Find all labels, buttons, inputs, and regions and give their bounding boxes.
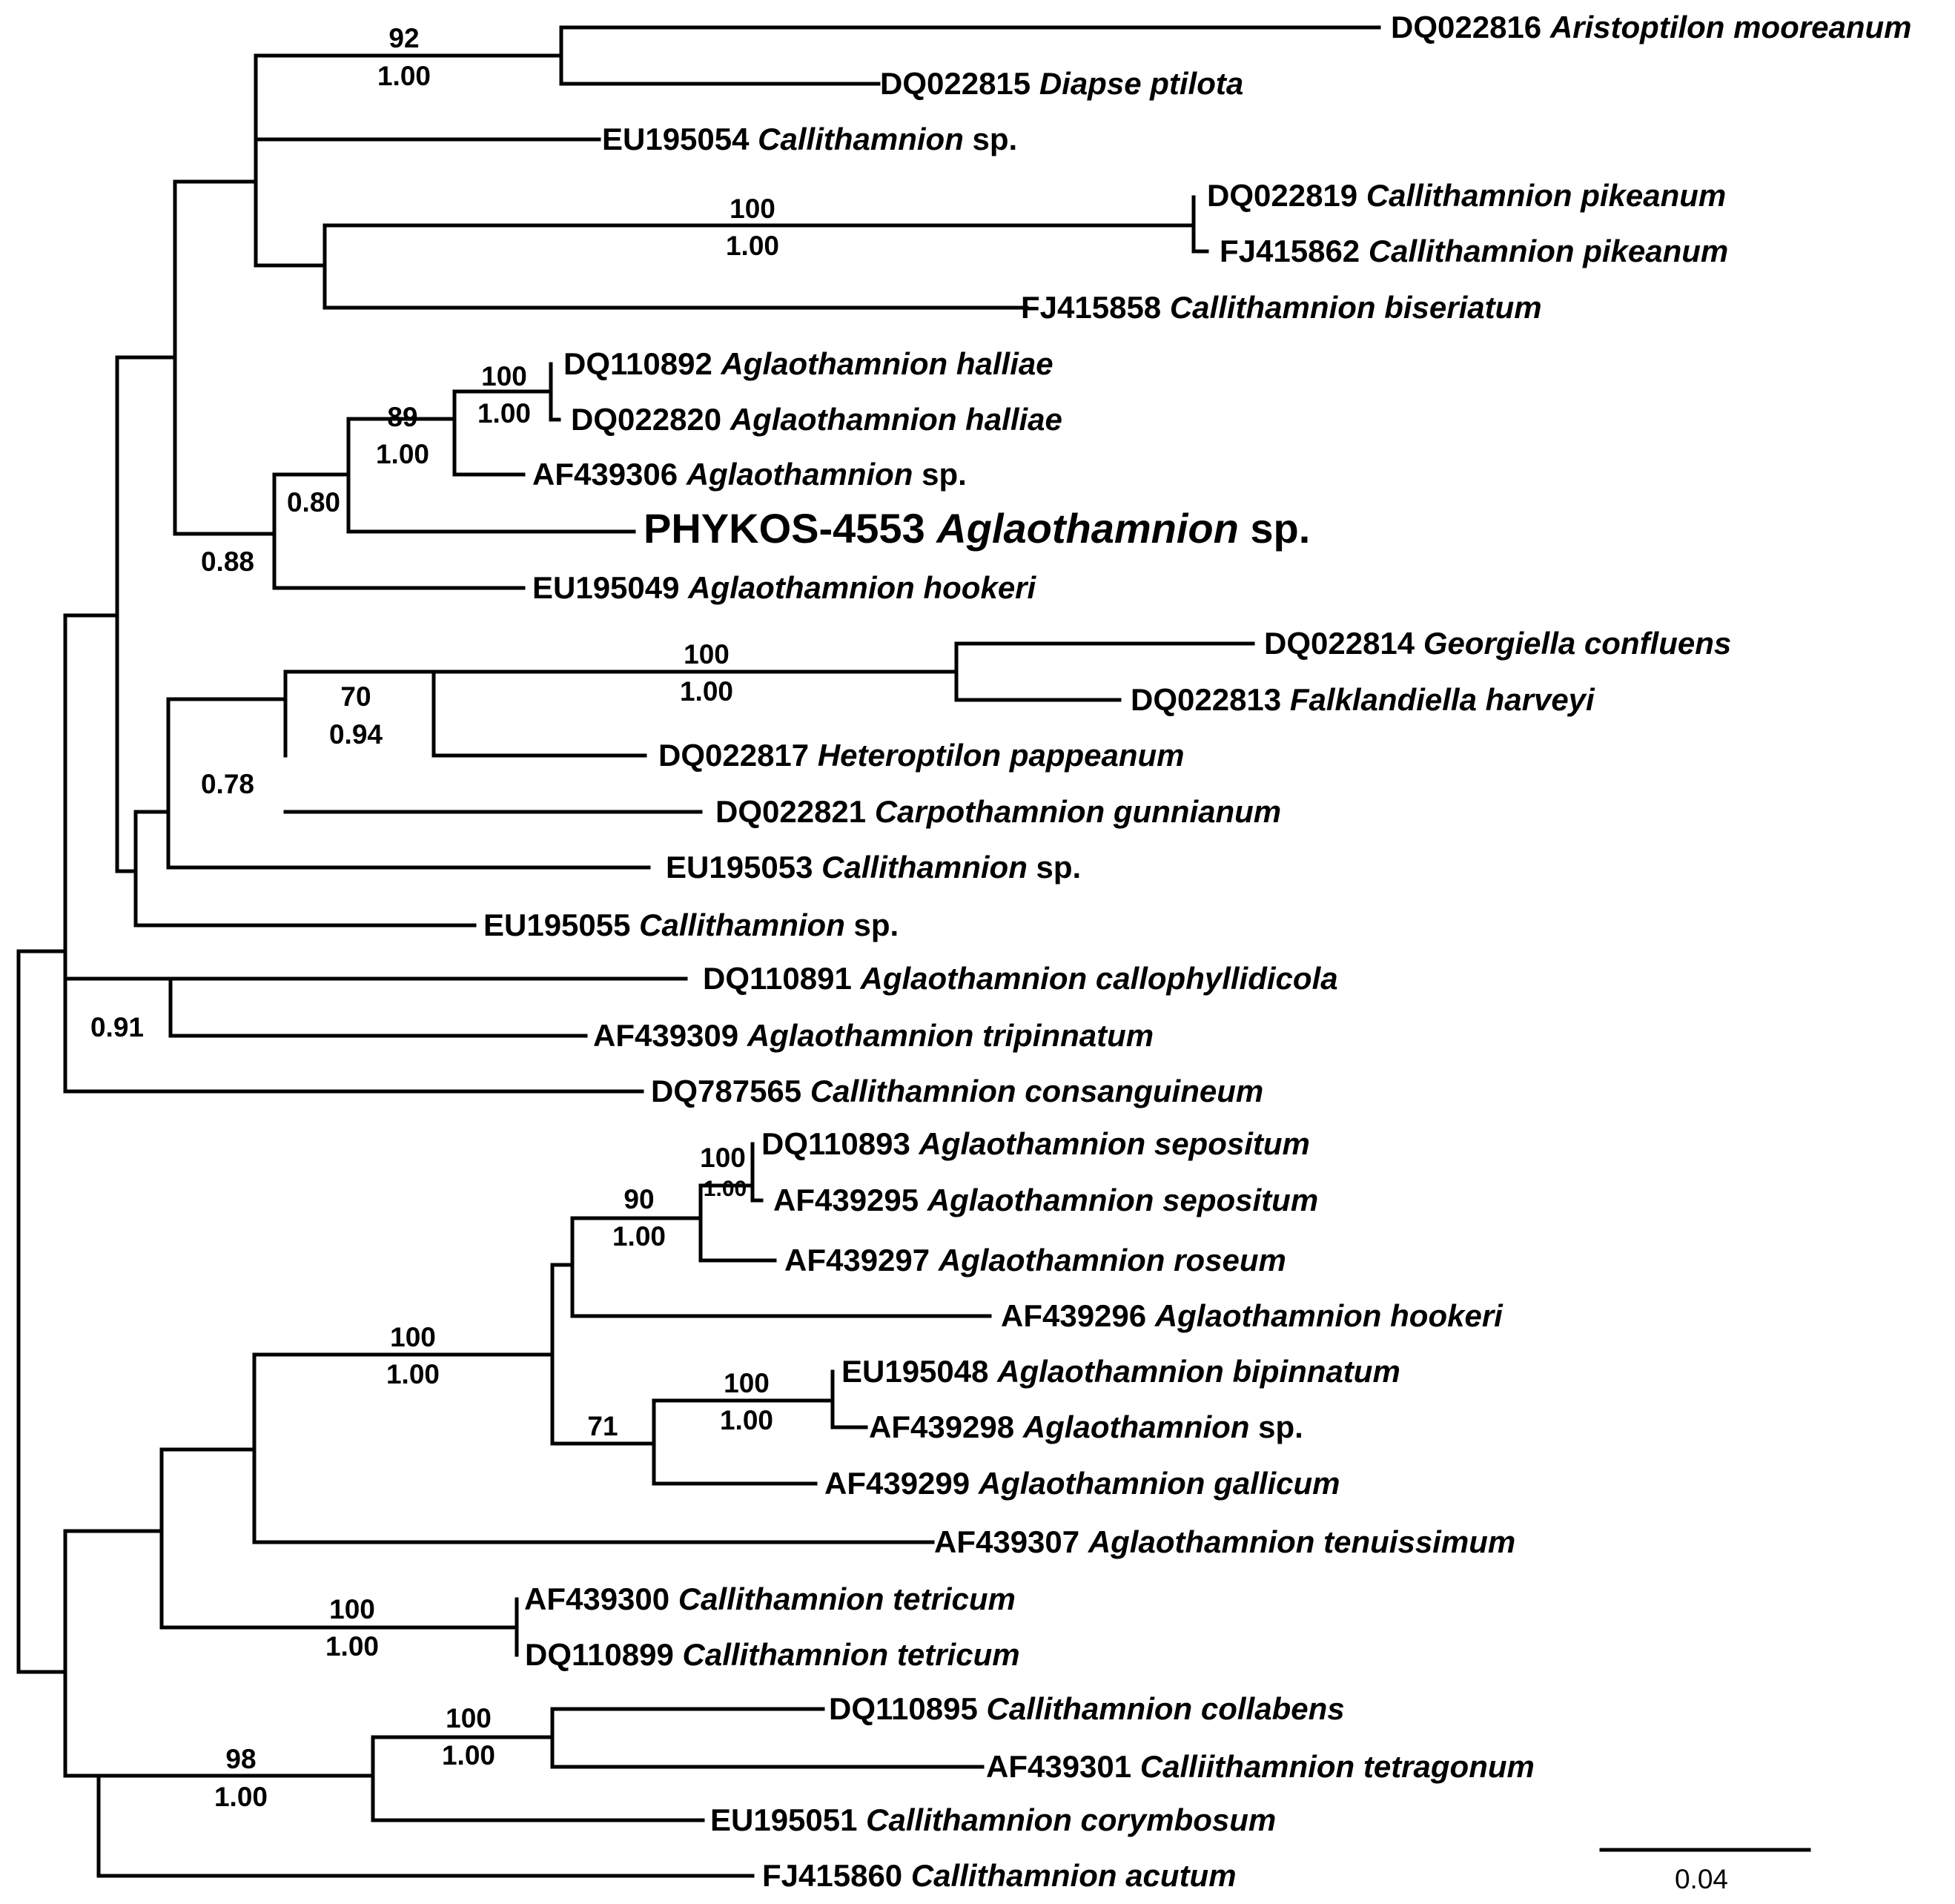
posterior-value: 1.00 [726,231,779,261]
taxon-label: DQ022815 Diapse ptilota [880,66,1243,101]
taxon-label: DQ110895 Callithamnion collabens [829,1691,1345,1726]
taxon-label: DQ110899 Callithamnion tetricum [525,1637,1020,1672]
bootstrap-value: 89 [387,402,417,432]
posterior-value: 1.00 [386,1359,440,1389]
posterior-value: 1.00 [612,1221,666,1252]
posterior-value: 1.00 [214,1782,268,1812]
taxon-label: AF439301 Calliithamnion tetragonum [986,1749,1535,1784]
taxon-label: AF439300 Callithamnion tetricum [524,1581,1016,1616]
taxon-label: DQ022821 Carpothamnion gunnianum [715,794,1281,829]
taxon-label: EU195049 Aglaothamnion hookeri [532,570,1037,605]
taxon-label: DQ110893 Aglaothamnion sepositum [761,1126,1310,1161]
taxon-label: DQ022813 Falklandiella harveyi [1131,682,1595,717]
bootstrap-value: 98 [225,1744,256,1774]
bootstrap-value: 90 [623,1184,654,1214]
posterior-value: 1.00 [680,676,733,707]
taxon-label: AF439299 Aglaothamnion gallicum [824,1466,1340,1501]
taxon-label: EU195048 Aglaothamnion bipinnatum [841,1354,1400,1389]
taxon-label: DQ022819 Callithamnion pikeanum [1207,178,1726,213]
taxon-label: AF439297 Aglaothamnion roseum [784,1243,1286,1277]
bootstrap-value: 92 [388,23,419,53]
bootstrap-value: 100 [390,1322,436,1352]
posterior-value: 1.00 [704,1177,747,1201]
taxon-label: DQ022814 Georgiella confluens [1264,626,1731,661]
taxon-label: FJ415862 Callithamnion pikeanum [1220,234,1728,268]
taxon-label: DQ022817 Heteroptilon pappeanum [658,738,1185,773]
taxon-label: DQ022820 Aglaothamnion halliae [571,402,1062,437]
scale-bar-label: 0.04 [1675,1864,1728,1894]
bootstrap-value: 71 [587,1411,618,1441]
taxon-label: AF439298 Aglaothamnion sp. [869,1409,1303,1444]
posterior-value: 0.78 [201,769,254,799]
taxon-labels: DQ022816 Aristoptilon mooreanum DQ022815… [483,10,1912,1893]
taxon-label: FJ415858 Callithamnion biseriatum [1021,290,1542,325]
bootstrap-value: 100 [684,639,730,670]
posterior-value: 1.00 [376,439,429,469]
taxon-label: EU195053 Callithamnion sp. [666,850,1081,885]
posterior-value: 0.88 [201,546,254,577]
support-values: 92 1.00 100 1.00 100 1.00 89 1.00 0.80 0… [90,23,779,1812]
tree-branches [16,25,1381,1878]
bootstrap-value: 100 [724,1368,770,1398]
bootstrap-value: 70 [340,681,371,712]
taxon-label: DQ110891 Aglaothamnion callophyllidicola [703,961,1338,996]
bootstrap-value: 100 [446,1703,492,1733]
posterior-value: 0.91 [90,1012,144,1042]
taxon-label: EU195051 Callithamnion corymbosum [710,1802,1276,1837]
posterior-value: 1.00 [442,1740,495,1771]
taxon-label: DQ110892 Aglaothamnion halliae [563,346,1053,381]
taxon-label: FJ415860 Callithamnion acutum [762,1858,1237,1893]
taxon-label: AF439306 Aglaothamnion sp. [532,457,967,492]
taxon-label: DQ787565 Callithamnion consanguineum [651,1074,1263,1108]
bootstrap-value: 100 [481,361,527,391]
bootstrap-value: 100 [700,1143,746,1173]
posterior-value: 1.00 [377,61,431,91]
taxon-label: AF439309 Aglaothamnion tripinnatum [593,1018,1154,1053]
taxon-label: AF439307 Aglaothamnion tenuissimum [934,1524,1515,1559]
taxon-label: DQ022816 Aristoptilon mooreanum [1391,10,1912,44]
taxon-label: AF439296 Aglaothamnion hookeri [1001,1298,1504,1333]
taxon-label: EU195054 Callithamnion sp. [602,122,1017,156]
posterior-value: 0.94 [329,719,383,750]
posterior-value: 1.00 [325,1631,379,1662]
posterior-value: 1.00 [720,1405,773,1435]
taxon-label: EU195055 Callithamnion sp. [483,908,899,942]
scale-bar: 0.04 [1599,1848,1811,1894]
posterior-value: 0.80 [287,487,340,518]
bootstrap-value: 100 [329,1594,375,1624]
bootstrap-value: 100 [730,194,775,224]
taxon-label-phykos: PHYKOS-4553 Aglaothamnion sp. [644,505,1310,552]
taxon-label: AF439295 Aglaothamnion sepositum [773,1183,1318,1217]
posterior-value: 1.00 [477,398,531,429]
